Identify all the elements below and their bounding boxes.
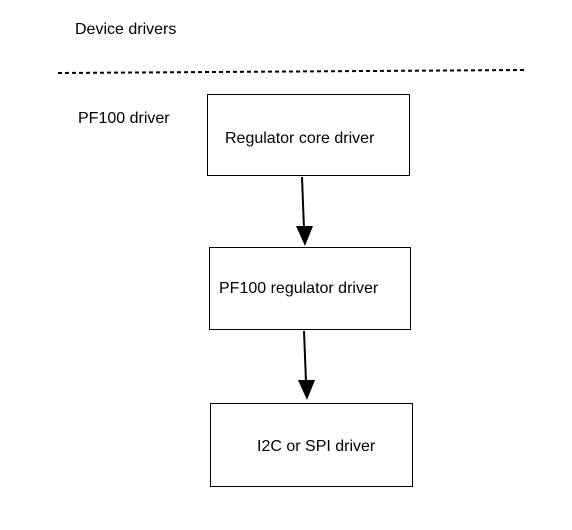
regulator-core-driver-box: Regulator core driver <box>207 94 410 176</box>
i2c-or-spi-driver-box: I2C or SPI driver <box>210 403 413 487</box>
box-label: Regulator core driver <box>225 130 375 147</box>
layer-title: Device drivers <box>75 21 177 38</box>
group-label: PF100 driver <box>78 110 170 127</box>
box-label: I2C or SPI driver <box>257 438 376 455</box>
arrow-pf100-to-i2c <box>303 330 307 383</box>
separator-line <box>57 69 525 74</box>
box-label: PF100 regulator driver <box>219 280 379 297</box>
arrowhead-core-to-pf100 <box>296 226 313 246</box>
pf100-regulator-driver-box: PF100 regulator driver <box>209 247 411 330</box>
arrow-core-to-pf100 <box>301 176 305 230</box>
arrowhead-pf100-to-i2c <box>298 380 315 400</box>
